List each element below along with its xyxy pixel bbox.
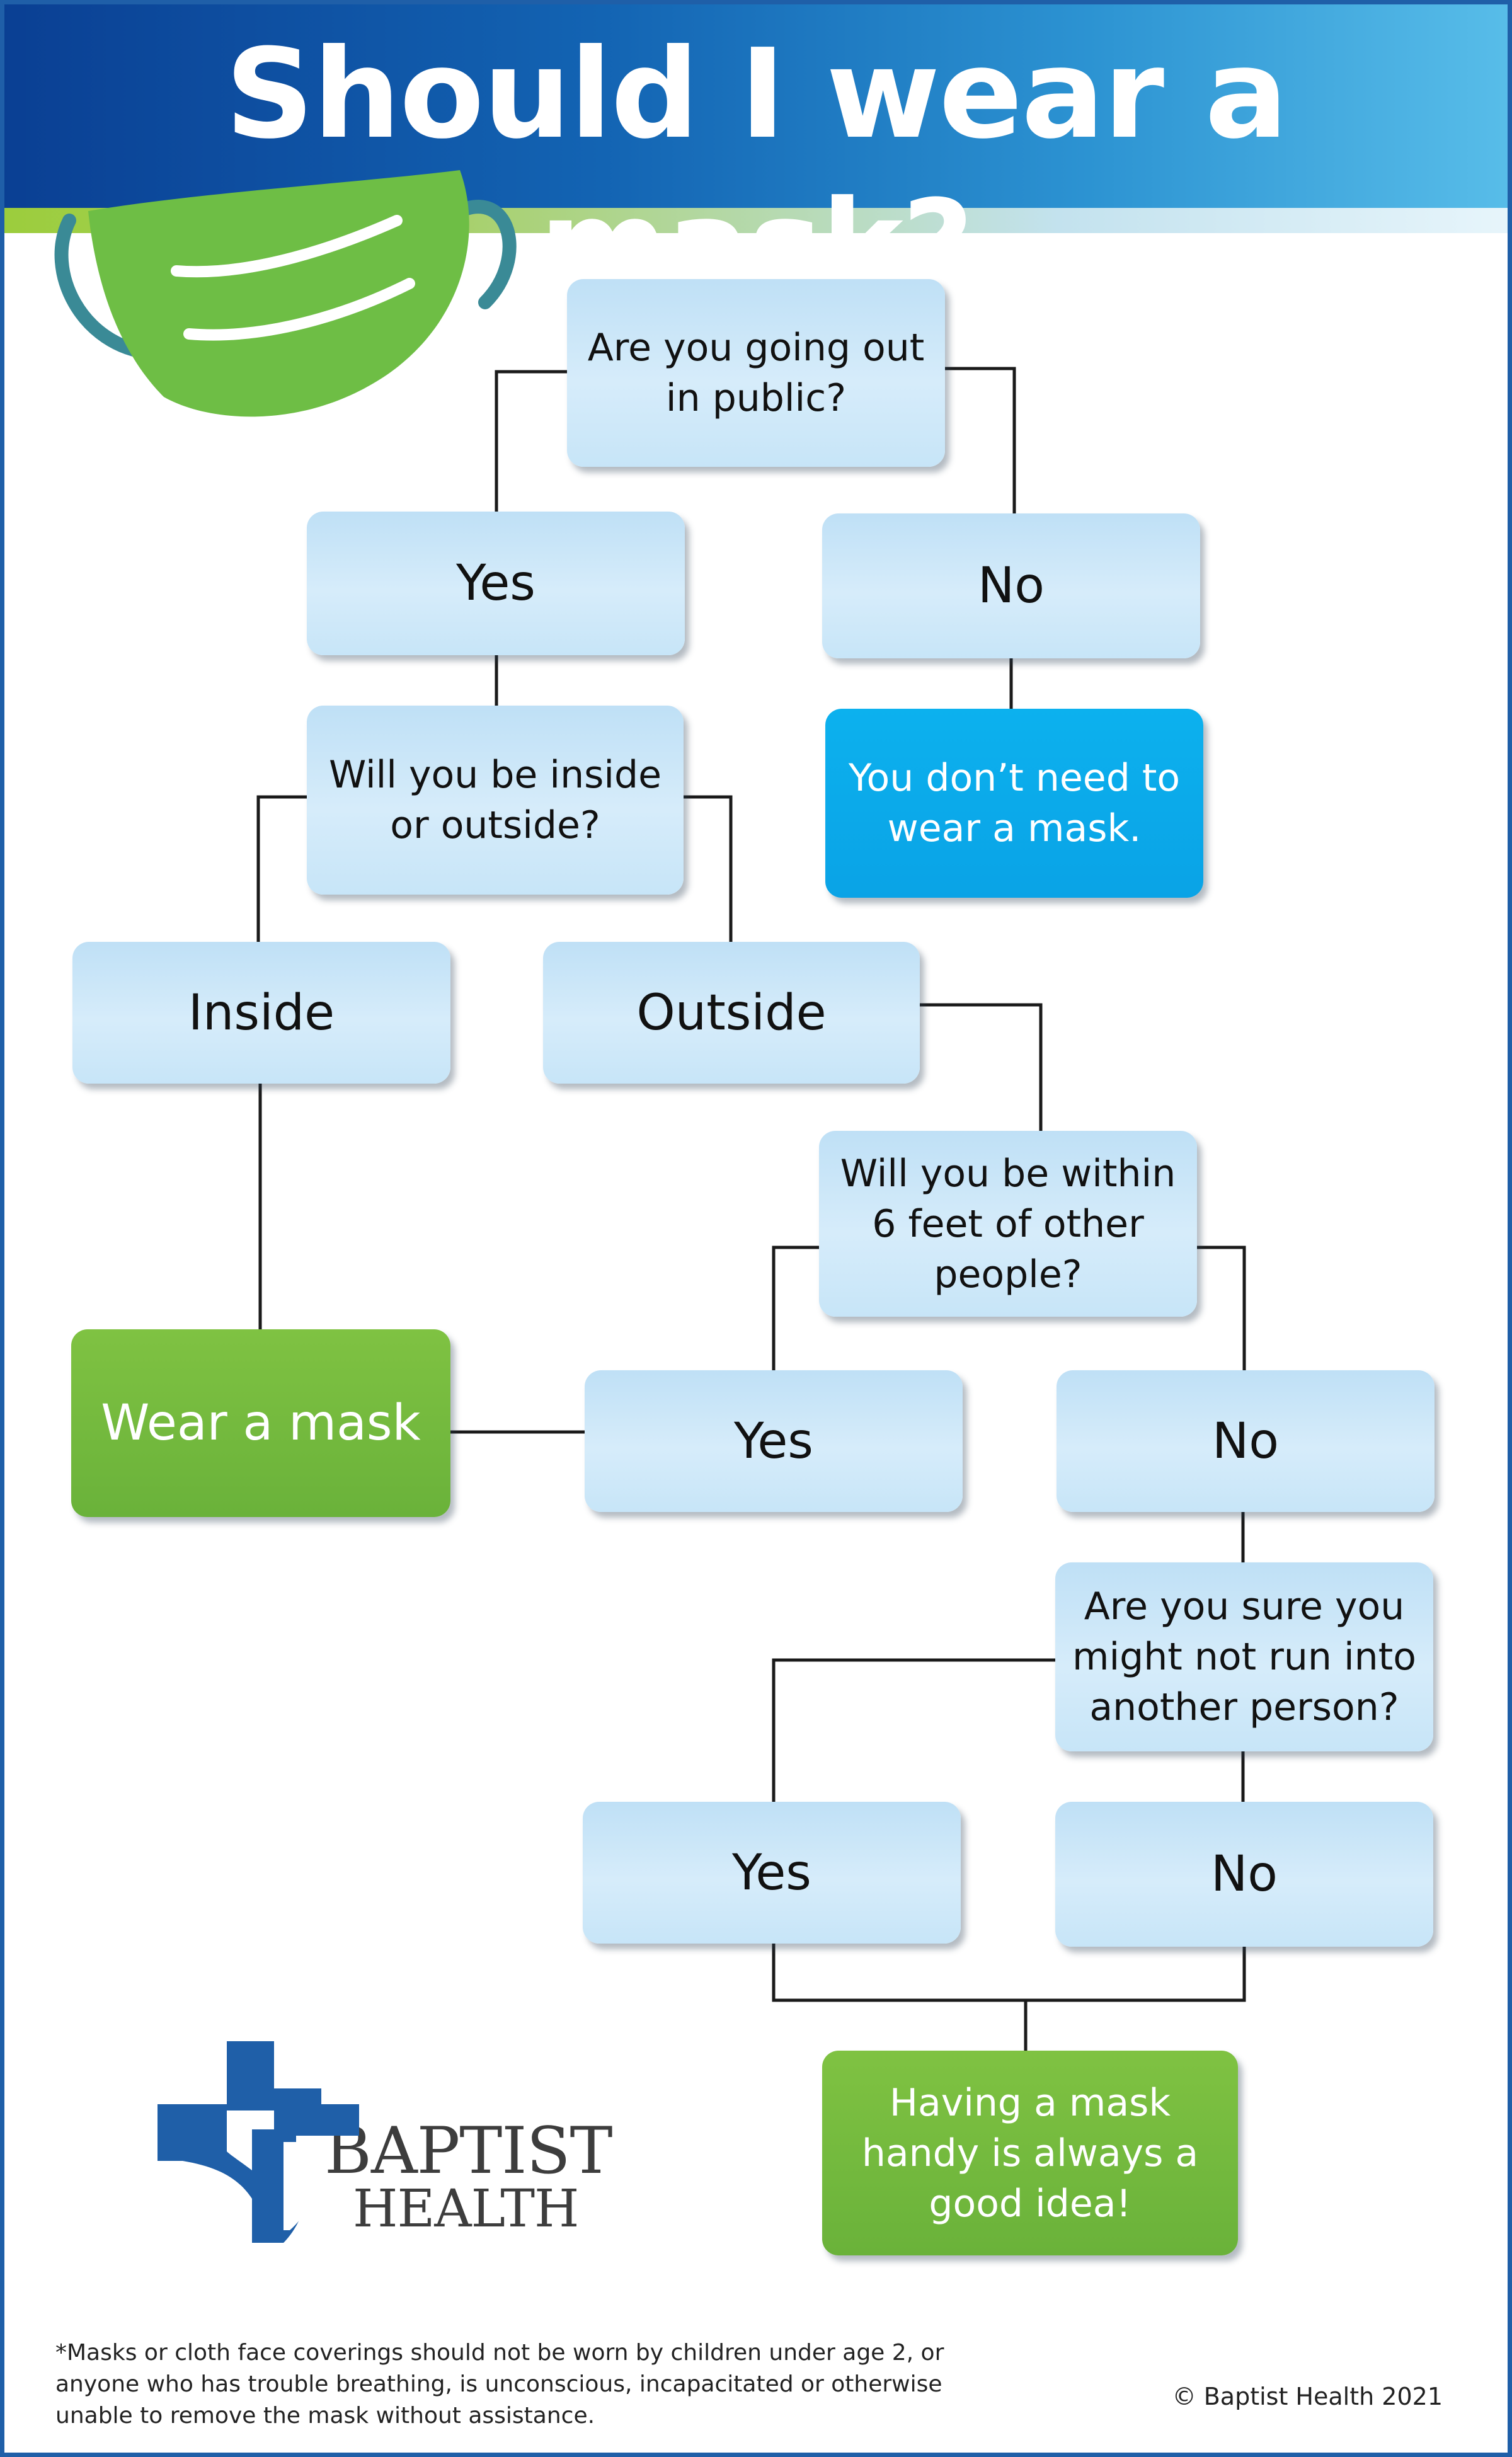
copyright: © Baptist Health 2021 (1172, 2383, 1443, 2410)
answer-label: Inside (188, 984, 335, 1041)
answer-no-6-feet: No (1057, 1370, 1435, 1512)
question-text: Will you be inside or outside? (328, 753, 662, 847)
question-within-6-feet: Will you be within 6 feet of other peopl… (819, 1131, 1197, 1317)
answer-label: No (1211, 1412, 1280, 1470)
result-no-mask-needed: You don’t need to wear a mask. (825, 709, 1203, 898)
answer-outside: Outside (543, 942, 920, 1084)
question-text: Will you be within 6 feet of other peopl… (840, 1151, 1176, 1297)
result-text: You don’t need to wear a mask. (848, 756, 1181, 850)
question-sure-no-other-person: Are you sure you might not run into anot… (1055, 1562, 1433, 1751)
footnote: *Masks or cloth face coverings should no… (55, 2340, 944, 2429)
baptist-health-logo-icon (158, 2041, 359, 2243)
answer-yes-public: Yes (307, 512, 685, 655)
result-text: Wear a mask (101, 1395, 421, 1452)
logo-text-baptist: BAPTIST (324, 2114, 612, 2189)
answer-no-public: No (822, 513, 1200, 658)
header-banner (0, 0, 1512, 208)
answer-yes-6-feet: Yes (585, 1370, 963, 1512)
question-going-out-in-public: Are you going out in public? (567, 279, 945, 467)
answer-label: No (1210, 1846, 1278, 1903)
question-text: Are you sure you might not run into anot… (1072, 1584, 1416, 1729)
answer-no-sure: No (1055, 1802, 1433, 1947)
answer-label: Yes (734, 1412, 813, 1470)
answer-label: Yes (456, 555, 536, 612)
question-text: Are you going out in public? (587, 326, 925, 420)
answer-inside: Inside (72, 942, 450, 1084)
logo-text-health: HEALTH (353, 2179, 580, 2239)
answer-label: No (977, 558, 1045, 614)
answer-yes-sure: Yes (583, 1802, 961, 1944)
answer-label: Outside (636, 984, 827, 1041)
question-inside-or-outside: Will you be inside or outside? (307, 706, 684, 895)
answer-label: Yes (732, 1844, 811, 1901)
face-mask-icon (54, 170, 517, 417)
result-text: Having a mask handy is always a good ide… (861, 2080, 1199, 2226)
result-mask-handy: Having a mask handy is always a good ide… (822, 2051, 1238, 2255)
result-wear-a-mask: Wear a mask (71, 1329, 450, 1517)
